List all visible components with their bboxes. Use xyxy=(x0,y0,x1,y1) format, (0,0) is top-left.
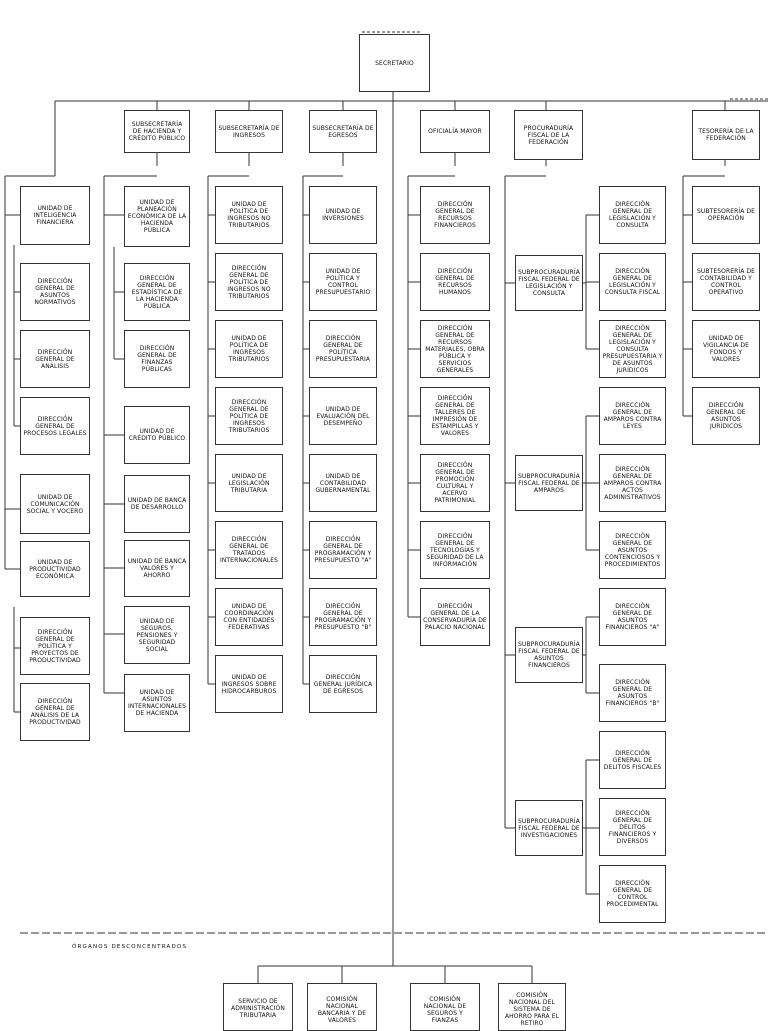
node-c5-sub-1: SUBPROCURADURÍA FISCAL FEDERAL DE LEGISL… xyxy=(515,255,583,311)
node-c1-5: UNIDAD DE BANCA DE DESARROLLO xyxy=(124,475,190,533)
node-c0-5: UNIDAD DE COMUNICACIÓN SOCIAL Y VOCERO xyxy=(20,474,90,534)
node-tesoreria: TESORERÍA DE LA FEDERACIÓN xyxy=(692,110,760,160)
node-bottom-cnsf: COMISIÓN NACIONAL DE SEGUROS Y FIANZAS xyxy=(410,983,480,1031)
node-c0-4: DIRECCIÓN GENERAL DE PROCESOS LEGALES xyxy=(20,397,90,455)
node-c5-r-11: DIRECCIÓN GENERAL DE CONTROL PROCEDIMENT… xyxy=(599,865,666,923)
node-c0-3: DIRECCIÓN GENERAL DE ANÁLISIS xyxy=(20,330,90,388)
node-c4-4: DIRECCIÓN GENERAL DE TALLERES DE IMPRESI… xyxy=(420,387,490,445)
node-c6-4: DIRECCIÓN GENERAL DE ASUNTOS JURÍDICOS xyxy=(692,387,760,445)
node-c4-6: DIRECCIÓN GENERAL DE TECNOLOGÍAS Y SEGUR… xyxy=(420,521,490,579)
node-c5-sub-2: SUBPROCURADURÍA FISCAL FEDERAL DE AMPARO… xyxy=(515,455,583,511)
organos-desconcentrados-label: ÓRGANOS DESCONCENTRADOS xyxy=(72,944,188,950)
node-c3-2: UNIDAD DE POLÍTICA Y CONTROL PRESUPUESTA… xyxy=(309,253,377,311)
node-c4-3: DIRECCIÓN GENERAL DE RECURSOS MATERIALES… xyxy=(420,320,490,378)
node-c6-1: SUBTESORERÍA DE OPERACIÓN xyxy=(692,186,760,244)
node-c0-2: DIRECCIÓN GENERAL DE ASUNTOS NORMATIVOS xyxy=(20,263,90,321)
node-c5-r-4: DIRECCIÓN GENERAL DE AMPAROS CONTRA LEYE… xyxy=(599,387,666,445)
node-c5-sub-4: SUBPROCURADURÍA FISCAL FEDERAL DE INVEST… xyxy=(515,800,583,856)
node-c4-2: DIRECCIÓN GENERAL DE RECURSOS HUMANOS xyxy=(420,253,490,311)
node-c2-8: UNIDAD DE INGRESOS SOBRE HIDROCARBUROS xyxy=(215,655,283,713)
node-c2-4: DIRECCIÓN GENERAL DE POLÍTICA DE INGRESO… xyxy=(215,387,283,445)
node-c0-8: DIRECCIÓN GENERAL DE ANÁLISIS DE LA PROD… xyxy=(20,683,90,741)
node-c6-2: SUBTESORERÍA DE CONTABILIDAD Y CONTROL O… xyxy=(692,253,760,311)
node-c2-6: DIRECCIÓN GENERAL DE TRATADOS INTERNACIO… xyxy=(215,521,283,579)
node-c5-r-5: DIRECCIÓN GENERAL DE AMPAROS CONTRA ACTO… xyxy=(599,454,666,512)
node-c2-3: UNIDAD DE POLÍTICA DE INGRESOS TRIBUTARI… xyxy=(215,320,283,378)
node-c5-r-6: DIRECCIÓN GENERAL DE ASUNTOS CONTENCIOSO… xyxy=(599,521,666,579)
node-c5-r-2: DIRECCIÓN GENERAL DE LEGISLACIÓN Y CONSU… xyxy=(599,253,666,311)
node-c5-r-9: DIRECCIÓN GENERAL DE DELITOS FISCALES xyxy=(599,731,666,789)
node-c0-1: UNIDAD DE INTELIGENCIA FINANCIERA xyxy=(20,186,90,245)
node-c0-6: UNIDAD DE PRODUCTIVIDAD ECONÓMICA xyxy=(20,541,90,597)
node-bottom-consar: COMISIÓN NACIONAL DEL SISTEMA DE AHORRO … xyxy=(498,983,566,1031)
node-c3-6: DIRECCIÓN GENERAL DE PROGRAMACIÓN Y PRES… xyxy=(309,521,377,579)
node-c1-8: UNIDAD DE ASUNTOS INTERNACIONALES DE HAC… xyxy=(124,674,190,732)
node-c3-8: DIRECCIÓN GENERAL JURÍDICA DE EGRESOS xyxy=(309,655,377,713)
node-subsecretaria-ingresos: SUBSECRETARÍA DE INGRESOS xyxy=(215,110,283,153)
node-c3-7: DIRECCIÓN GENERAL DE PROGRAMACIÓN Y PRES… xyxy=(309,588,377,646)
node-c3-3: DIRECCIÓN GENERAL DE POLÍTICA PRESUPUEST… xyxy=(309,320,377,378)
node-c2-1: UNIDAD DE POLÍTICA DE INGRESOS NO TRIBUT… xyxy=(215,186,283,244)
node-c3-5: UNIDAD DE CONTABILIDAD GUBERNAMENTAL xyxy=(309,454,377,512)
node-c5-r-1: DIRECCIÓN GENERAL DE LEGISLACIÓN Y CONSU… xyxy=(599,186,666,244)
node-c1-3: DIRECCIÓN GENERAL DE FINANZAS PÚBLICAS xyxy=(124,330,190,388)
node-c1-1: UNIDAD DE PLANEACIÓN ECONÓMICA DE LA HAC… xyxy=(124,186,190,247)
node-c4-7: DIRECCIÓN GENERAL DE LA CONSERVADURÍA DE… xyxy=(420,588,490,646)
node-c2-2: DIRECCIÓN GENERAL DE POLÍTICA DE INGRESO… xyxy=(215,253,283,311)
node-c5-r-8: DIRECCIÓN GENERAL DE ASUNTOS FINANCIEROS… xyxy=(599,664,666,722)
node-c2-7: UNIDAD DE COORDINACIÓN CON ENTIDADES FED… xyxy=(215,588,283,646)
node-procuraduria-fiscal: PROCURADURÍA FISCAL DE LA FEDERACIÓN xyxy=(514,110,583,160)
node-c1-7: UNIDAD DE SEGUROS, PENSIONES Y SEGURIDAD… xyxy=(124,606,190,664)
node-oficialia-mayor: OFICIALÍA MAYOR xyxy=(420,110,490,153)
node-subsecretaria-egresos: SUBSECRETARÍA DE EGRESOS xyxy=(309,110,377,153)
node-c1-4: UNIDAD DE CRÉDITO PÚBLICO xyxy=(124,406,190,464)
node-c1-6: UNIDAD DE BANCA VALORES Y AHORRO xyxy=(124,540,190,597)
node-c1-2: DIRECCIÓN GENERAL DE ESTADÍSTICA DE LA H… xyxy=(124,263,190,321)
node-c2-5: UNIDAD DE LEGISLACIÓN TRIBUTARIA xyxy=(215,454,283,512)
node-c3-4: UNIDAD DE EVALUACIÓN DEL DESEMPEÑO xyxy=(309,387,377,445)
node-c3-1: UNIDAD DE INVERSIONES xyxy=(309,186,377,244)
node-c4-5: DIRECCIÓN GENERAL DE PROMOCIÓN CULTURAL … xyxy=(420,454,490,512)
node-bottom-cnbv: COMISIÓN NACIONAL BANCARIA Y DE VALORES xyxy=(307,983,377,1031)
node-c5-r-10: DIRECCIÓN GENERAL DE DELITOS FINANCIEROS… xyxy=(599,798,666,856)
node-c4-1: DIRECCIÓN GENERAL DE RECURSOS FINANCIERO… xyxy=(420,186,490,244)
node-c5-sub-3: SUBPROCURADURÍA FISCAL FEDERAL DE ASUNTO… xyxy=(515,627,583,683)
node-c5-r-7: DIRECCIÓN GENERAL DE ASUNTOS FINANCIEROS… xyxy=(599,588,666,646)
node-c5-r-3: DIRECCIÓN GENERAL DE LEGISLACIÓN Y CONSU… xyxy=(599,320,666,378)
node-c0-7: DIRECCIÓN GENERAL DE POLÍTICA Y PROYECTO… xyxy=(20,617,90,675)
node-subsecretaria-hacienda: SUBSECRETARÍA DE HACIENDA Y CRÉDITO PÚBL… xyxy=(124,110,190,153)
node-secretario: SECRETARIO xyxy=(359,34,430,92)
node-c6-3: UNIDAD DE VIGILANCIA DE FONDOS Y VALORES xyxy=(692,320,760,378)
